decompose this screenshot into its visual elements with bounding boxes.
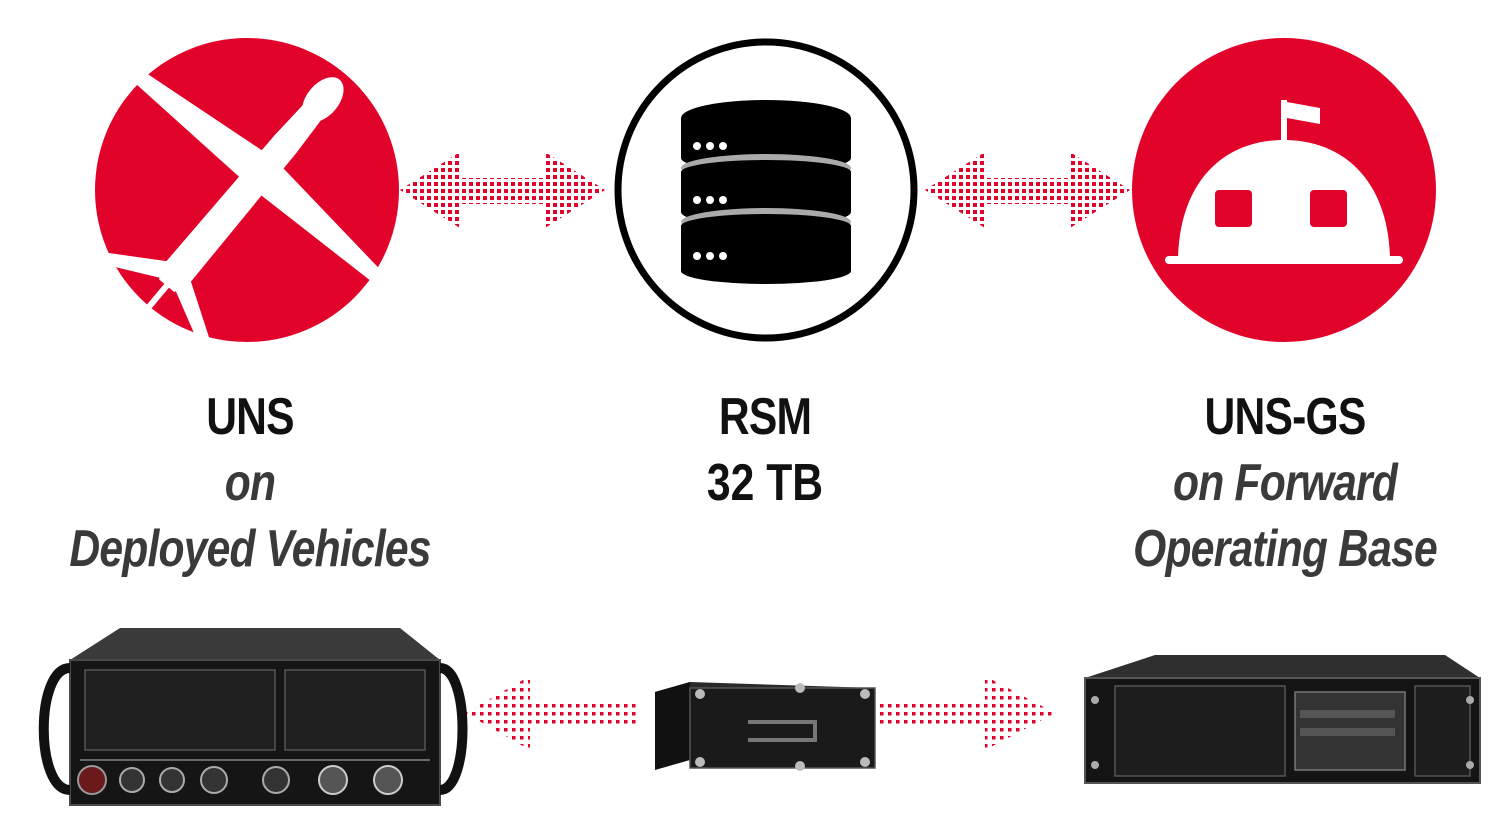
uns-gs-node [1132,38,1436,342]
rsm-capacity: 32 TB [706,454,824,512]
rsm-module-image [655,682,876,771]
drone-icon [101,74,378,347]
uns-gs-line-1: on Forward [1173,454,1398,512]
forward-base-dome-icon [1165,100,1403,264]
uns-line-2: Deployed Vehicles [69,520,431,578]
rsm-label: RSM 32 TB [540,384,990,516]
arrow-rsm-unsgs [925,152,1130,228]
uns-label: UNS on Deployed Vehicles [20,384,480,582]
rsm-title: RSM [718,388,812,446]
arrow-uns-rsm [400,152,605,228]
uns-line-1: on [224,454,276,512]
arrow-rsm-to-unsgs [870,676,1055,750]
uns-title: UNS [206,388,294,446]
uns-gs-line-2: Operating Base [1133,520,1438,578]
uns-chassis-image [38,628,468,806]
arrow-rsm-to-uns [465,676,640,750]
rsm-node [614,38,918,342]
uns-gs-label: UNS-GS on Forward Operating Base [1055,384,1504,582]
uns-gs-chassis-image [1084,655,1481,784]
server-stack-icon [681,100,851,284]
uns-node [95,38,399,347]
uns-gs-title: UNS-GS [1204,388,1367,446]
